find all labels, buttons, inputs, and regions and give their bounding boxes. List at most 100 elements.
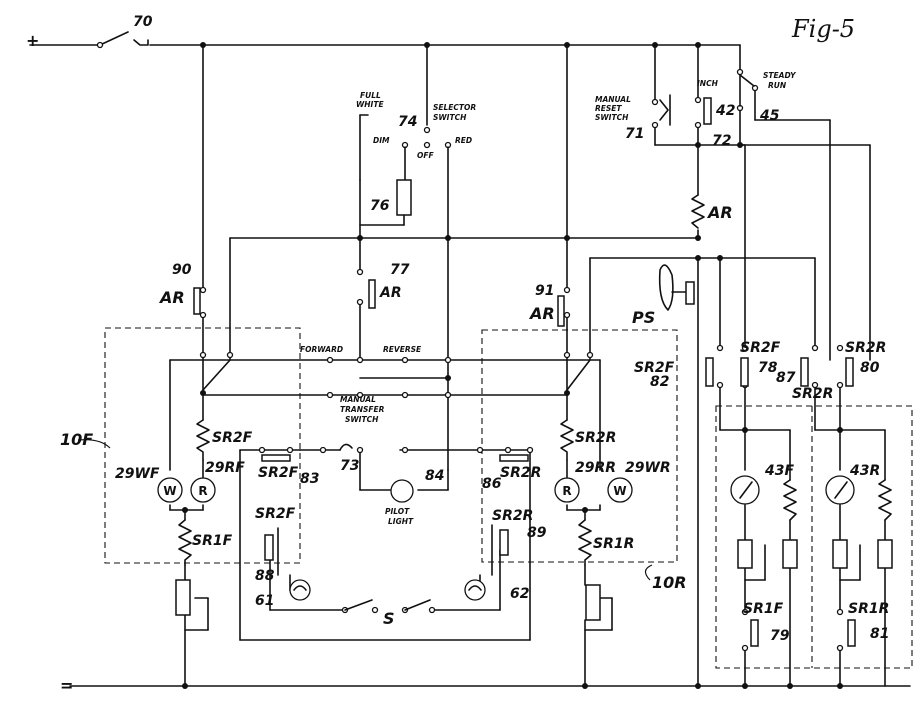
reverse-resistor-sr1r-label: SR1R <box>593 536 634 552</box>
switch-45-label: 45 <box>759 108 780 124</box>
transfer-label-2: TRANSFER <box>340 405 385 414</box>
positive-bus <box>29 31 741 71</box>
resistor-76-label: 76 <box>370 198 390 214</box>
reverse-control-box <box>481 329 678 563</box>
motor-43f <box>730 475 760 505</box>
lamp-29wf-label: 29WF <box>115 466 160 482</box>
relay-panel-box <box>715 405 913 669</box>
forward-resistor-sr2f <box>196 419 210 461</box>
contact-89-sr: SR2R <box>492 508 533 524</box>
ar-coil <box>691 194 705 229</box>
lamp-29wf: W <box>157 477 183 503</box>
lamp-29wr: W <box>607 477 633 503</box>
lamp-29rr-label: 29RR <box>575 460 616 476</box>
contact-91-number: 91 <box>535 283 554 299</box>
reverse-resistor-sr1r <box>578 519 592 566</box>
contact-80[interactable] <box>836 344 854 389</box>
contact-86[interactable] <box>499 454 529 462</box>
contact-89-number: 89 <box>527 525 547 541</box>
selector-label-1: SELECTOR <box>433 103 476 112</box>
selector-number-label: 74 <box>398 114 417 130</box>
contact-81-sr: SR1R <box>848 601 889 617</box>
inch-switch[interactable] <box>694 68 759 129</box>
reverse-resistor-sr2r <box>560 419 574 461</box>
s-switch-label: S <box>383 609 395 628</box>
full-white-label-1: FULL <box>360 91 381 100</box>
contact-91-ar: AR <box>528 304 555 323</box>
off-label: OFF <box>417 151 434 160</box>
horn-62 <box>464 579 486 601</box>
contact-83-sr: SR2F <box>258 465 299 481</box>
section-10r-leader <box>644 564 653 581</box>
contact-78-sr: SR2F <box>740 340 781 356</box>
contact-90-ar: AR <box>158 288 185 307</box>
coil-43r-b <box>877 539 893 569</box>
selector-label-2: SWITCH <box>433 113 467 122</box>
horn-61 <box>289 579 311 601</box>
reverse-coil <box>585 584 601 621</box>
dim-label: DIM <box>373 136 390 145</box>
motor-43r <box>825 475 855 505</box>
forward-resistor-label: SR2F <box>212 430 253 446</box>
contact-82-sr: SR2F <box>634 360 675 376</box>
pilot-light-label-1: PILOT <box>385 507 410 516</box>
contact-82-number: 82 <box>650 374 669 390</box>
negative-terminal-label: = <box>60 676 73 695</box>
section-10f-label: 10F <box>60 430 93 449</box>
lamp-29wr-label: 29WR <box>625 460 671 476</box>
forward-reverse-contacts[interactable] <box>199 351 594 399</box>
contact-82[interactable] <box>705 344 724 389</box>
horn-61-label: 61 <box>255 593 274 609</box>
contact-88[interactable] <box>264 527 279 576</box>
coil-43f-b <box>782 539 798 569</box>
pilot-light-label-2: LIGHT <box>388 517 414 526</box>
contact-88-sr: SR2F <box>255 506 296 522</box>
contact-81[interactable] <box>836 608 856 652</box>
transfer-label-3: SWITCH <box>345 415 379 424</box>
forward-resistor-sr1f-label: SR1F <box>192 533 233 549</box>
contact-83[interactable] <box>261 454 291 462</box>
contact-91[interactable] <box>557 286 571 327</box>
contact-77-number: 77 <box>390 262 410 278</box>
coil-43f-a <box>737 539 753 569</box>
manual-reset-label-1: MANUAL <box>595 95 631 104</box>
pressure-switch[interactable] <box>658 264 695 311</box>
motor-43r-label: 43R <box>849 463 880 479</box>
contact-86-sr: SR2R <box>500 465 541 481</box>
s-switch[interactable] <box>341 599 436 614</box>
ar-coil-label: AR <box>706 203 733 222</box>
motor-43f-label: 43F <box>764 463 794 479</box>
switch-42-label: 42 <box>715 103 735 119</box>
resistor-43r <box>878 479 892 521</box>
contact-80-sr: SR2R <box>845 340 886 356</box>
contact-77[interactable] <box>356 268 376 361</box>
switch-72-label: 72 <box>712 133 731 149</box>
full-white-label-2: WHITE <box>356 100 384 109</box>
lamp-29rr: R <box>554 477 580 503</box>
reverse-label: REVERSE <box>383 345 422 354</box>
manual-transfer-switch[interactable] <box>258 443 534 454</box>
selector-switch[interactable] <box>359 114 452 239</box>
contact-83-number: 83 <box>300 471 319 487</box>
manual-reset-switch[interactable] <box>651 94 671 129</box>
positive-terminal-label: + <box>26 31 39 50</box>
forward-control-box <box>104 327 301 564</box>
svg-text:R: R <box>198 484 207 498</box>
switch-70-label: 70 <box>133 14 153 30</box>
contact-78[interactable] <box>740 344 749 389</box>
contact-89[interactable] <box>491 524 509 576</box>
lamp-29rf: R <box>190 477 216 503</box>
manual-reset-label-3: SWITCH <box>595 113 629 122</box>
pilot-light-number: 84 <box>425 468 444 484</box>
contact-78-number: 78 <box>758 360 778 376</box>
ps-label: PS <box>632 308 655 327</box>
coil-43r-a <box>832 539 848 569</box>
forward-label: FORWARD <box>300 345 343 354</box>
contact-81-number: 81 <box>870 626 889 642</box>
inch-label: INCH <box>697 79 719 88</box>
section-10f-leader <box>77 439 111 449</box>
contact-87[interactable] <box>800 344 819 389</box>
contact-79[interactable] <box>741 608 759 652</box>
contact-90[interactable] <box>193 286 207 319</box>
